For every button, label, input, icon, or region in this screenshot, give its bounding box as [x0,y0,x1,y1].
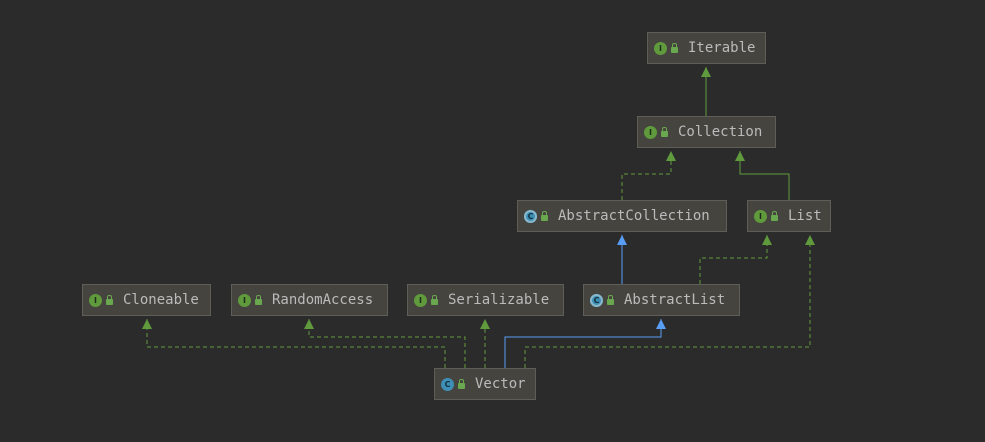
node-vector[interactable]: C Vector [434,368,536,400]
node-label: Iterable [688,40,756,56]
edge-arrowhead [480,319,490,329]
edge-abstractlist-to-abstractcollection [617,235,627,284]
edge-arrowhead [617,235,627,245]
public-lock-icon [106,295,113,305]
node-serializable[interactable]: I Serializable [407,284,564,316]
public-lock-icon [671,43,678,53]
interface-icon: I [89,293,102,307]
edge-arrowhead [666,151,676,161]
node-cloneable[interactable]: I Cloneable [82,284,211,316]
interface-icon: I [238,293,251,307]
public-lock-icon [661,127,668,137]
edge-arrowhead [142,319,152,329]
edge-arrowhead [656,319,666,329]
public-lock-icon [607,295,614,305]
node-collection[interactable]: I Collection [637,116,776,148]
interface-icon: I [654,41,667,55]
edge-arrowhead [735,151,745,161]
edge-arrowhead [701,67,711,77]
node-label: AbstractList [624,292,726,308]
edge-arrowhead [805,235,815,245]
node-label: Collection [678,124,763,140]
edge-arrowhead [762,235,772,245]
node-iterable[interactable]: I Iterable [647,32,766,64]
public-lock-icon [541,211,548,221]
node-label: AbstractCollection [558,208,710,224]
edge-list-to-collection [735,151,790,200]
interface-icon: I [644,125,657,139]
edge-vector-to-abstractlist [504,319,666,368]
public-lock-icon [255,295,262,305]
edge-abstractlist-to-list [699,235,772,284]
node-label: RandomAccess [272,292,374,308]
interface-icon: I [414,293,427,307]
node-randomaccess[interactable]: I RandomAccess [231,284,388,316]
edge-vector-to-list [524,235,815,368]
edge-arrowhead [304,319,314,329]
edge-abstractcollection-to-collection [621,151,676,200]
node-label: Serializable [448,292,550,308]
edge-collection-to-iterable [701,67,711,116]
public-lock-icon [771,211,778,221]
class-icon: C [524,209,537,223]
class-icon: C [441,377,454,391]
edge-vector-to-cloneable [142,319,446,368]
edge-vector-to-randomaccess [304,319,466,368]
node-label: Cloneable [123,292,199,308]
node-abstractcollection[interactable]: C AbstractCollection [517,200,727,232]
node-list[interactable]: I List [747,200,831,232]
node-label: Vector [475,376,526,392]
public-lock-icon [431,295,438,305]
class-icon: C [590,293,603,307]
interface-icon: I [754,209,767,223]
node-abstractlist[interactable]: C AbstractList [583,284,740,316]
public-lock-icon [458,379,465,389]
edge-vector-to-serializable [480,319,490,368]
node-label: List [788,208,822,224]
